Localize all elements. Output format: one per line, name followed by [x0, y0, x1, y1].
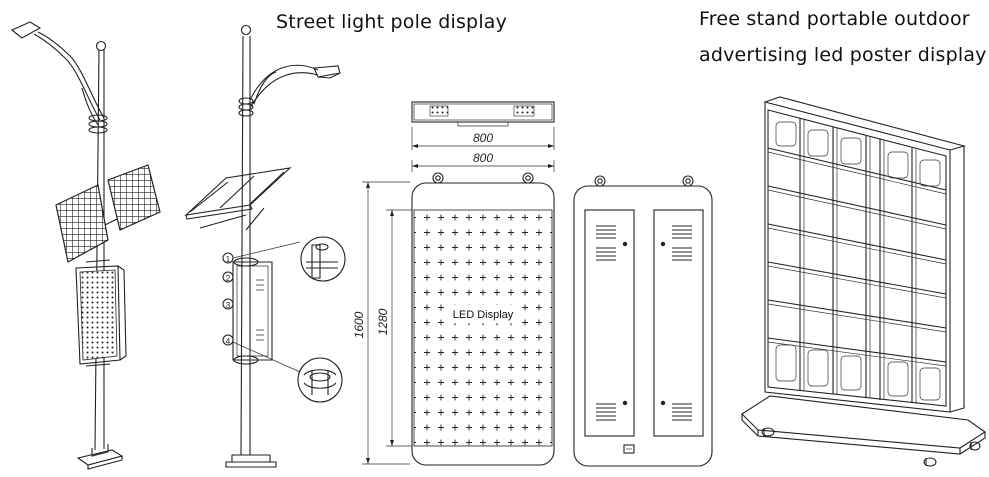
callout-2: 2 [222, 271, 234, 283]
panel-back-view [573, 175, 713, 467]
dimension-width-outer: 800 [411, 127, 555, 150]
dimension-height-outer: 1600 [352, 181, 410, 465]
callout-4-label: 4 [226, 337, 231, 346]
free-stand-title-line1: Free stand portable outdoor [699, 8, 970, 30]
clamp-detail-top [300, 236, 346, 282]
caster-wheels [761, 427, 981, 467]
dim-width-inner-label: 800 [473, 151, 493, 165]
led-display-label: LED Display [453, 309, 514, 321]
vent-right-bottom [660, 400, 692, 421]
vent-right-top [660, 225, 692, 261]
dimension-height-inner: 1280 [376, 209, 412, 447]
dim-width-outer-label: 800 [473, 131, 493, 145]
dim-height-inner-label: 1280 [376, 308, 390, 335]
street-light-title: Street light pole display [276, 11, 508, 33]
panel-top-view [411, 101, 555, 127]
dimension-width-inner: 800 [411, 151, 555, 172]
street-light-pole-side: 1 2 3 4 [184, 24, 346, 468]
callout-1: 1 [222, 241, 301, 264]
panel-front-view: LED Display [411, 172, 555, 466]
free-stand-poster-display [741, 96, 986, 467]
free-stand-title-line2: advertising led poster display [699, 44, 987, 66]
clamp-detail-bottom [297, 357, 343, 403]
vent-left-bottom [596, 400, 628, 421]
dim-height-outer-label: 1600 [352, 311, 366, 338]
callout-1-label: 1 [226, 255, 231, 264]
callout-4: 4 [222, 334, 301, 373]
callout-3-label: 3 [226, 301, 231, 310]
callout-2-label: 2 [226, 274, 231, 283]
street-light-pole-3d [10, 21, 161, 470]
callout-3: 3 [222, 298, 234, 310]
vent-left-top [596, 225, 628, 261]
